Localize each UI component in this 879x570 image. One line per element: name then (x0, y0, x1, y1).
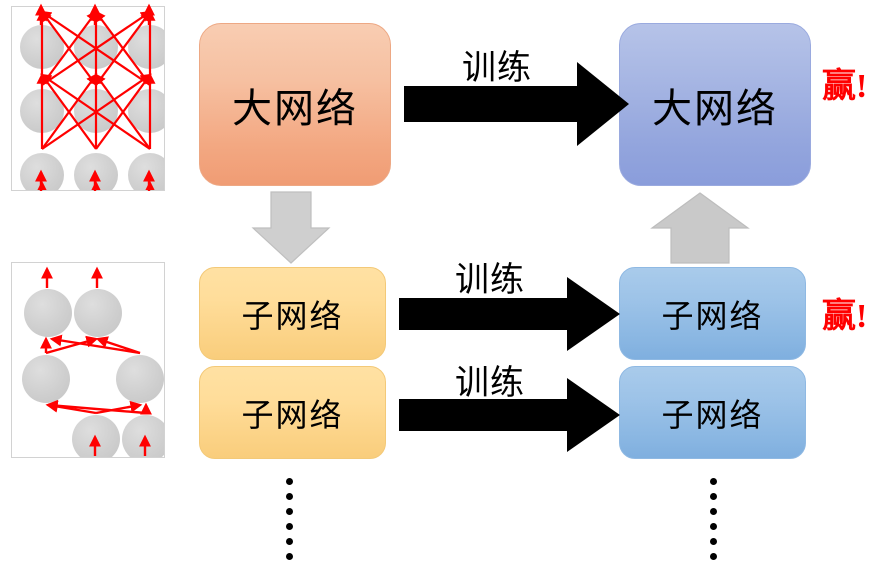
box-label: 大网络 (652, 85, 778, 131)
box-big-network-after[interactable]: 大网络 (619, 23, 811, 186)
ellipsis-dot (286, 553, 293, 560)
box-label: 子网络 (661, 396, 764, 433)
box-sub-network-2-before[interactable]: 子网络 (199, 366, 386, 459)
train-label-bottom: 训练 (455, 365, 525, 402)
derive-subnetwork-arrow (251, 191, 331, 264)
win-label-big-network: 赢! (822, 68, 868, 105)
box-sub-network-1-before[interactable]: 子网络 (199, 267, 386, 360)
ellipsis-dot (286, 523, 293, 530)
ellipsis-left-column (286, 478, 293, 568)
sparse-network-edges (40, 334, 152, 415)
ellipsis-dot (710, 493, 717, 500)
ellipsis-dot (710, 553, 717, 560)
box-label: 子网络 (661, 297, 764, 334)
ellipsis-dot (286, 508, 293, 515)
train-label-middle: 训练 (455, 262, 525, 299)
ellipsis-right-column (710, 478, 717, 568)
network-node (116, 355, 164, 403)
box-big-network-before[interactable]: 大网络 (199, 23, 391, 186)
sparse-network-panel (11, 262, 165, 458)
box-label: 大网络 (232, 85, 358, 131)
ellipsis-dot (710, 523, 717, 530)
ellipsis-dot (286, 493, 293, 500)
train-label-top: 训练 (462, 50, 532, 87)
box-label: 子网络 (241, 297, 344, 334)
box-sub-network-2-after[interactable]: 子网络 (619, 366, 806, 459)
win-label-sub-network: 赢! (822, 298, 868, 335)
dense-network-edges (36, 9, 156, 190)
ellipsis-dot (710, 478, 717, 485)
dense-network-panel (11, 6, 165, 191)
ellipsis-dot (286, 478, 293, 485)
box-label: 子网络 (241, 396, 344, 433)
network-node (22, 355, 70, 403)
ellipsis-dot (710, 538, 717, 545)
ellipsis-dot (710, 508, 717, 515)
compare-up-arrow (650, 192, 750, 264)
network-node (24, 289, 72, 337)
box-sub-network-1-after[interactable]: 子网络 (619, 267, 806, 360)
network-node (74, 289, 122, 337)
ellipsis-dot (286, 538, 293, 545)
